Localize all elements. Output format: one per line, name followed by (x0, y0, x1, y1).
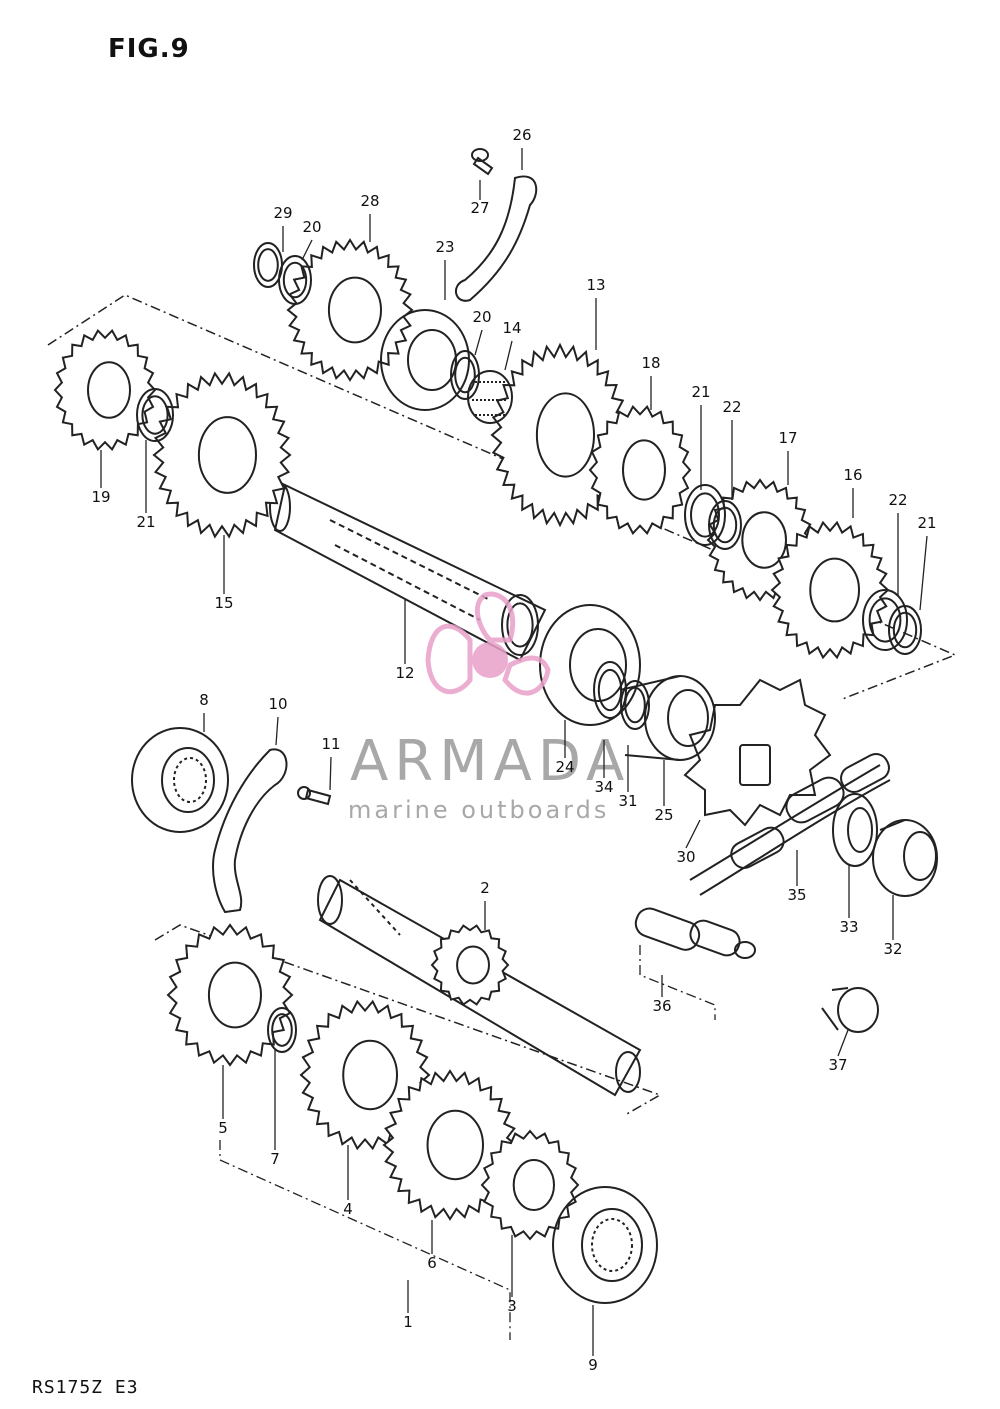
callout-30: 10 (268, 695, 287, 713)
callout-22: 34 (594, 778, 613, 796)
callout-3: 29 (273, 204, 292, 222)
callout-21: 24 (555, 758, 574, 776)
callout-36: 7 (270, 1150, 280, 1168)
callout-33: 36 (652, 997, 671, 1015)
model-code: RS175Z E3 (32, 1377, 139, 1398)
leader-line (504, 340, 513, 371)
callout-16: 21 (917, 514, 936, 532)
group-boundary-lower (154, 924, 662, 1116)
callout-27: 33 (839, 918, 858, 936)
circlip-21b (684, 484, 726, 546)
gear-15 (152, 371, 292, 539)
gear-6 (382, 1069, 518, 1221)
callout-6: 23 (435, 238, 454, 256)
callout-39: 3 (507, 1297, 517, 1315)
callout-2: 27 (470, 199, 489, 217)
bearing-left (131, 727, 229, 833)
callout-8: 14 (502, 319, 521, 337)
callout-14: 16 (843, 466, 862, 484)
callout-15: 22 (888, 491, 907, 509)
gear-19 (53, 328, 157, 452)
callout-37: 4 (343, 1200, 353, 1218)
watermark: ARMADA marine outboards (348, 591, 630, 824)
callout-40: 1 (403, 1313, 413, 1331)
gear-13 (490, 342, 630, 528)
leader-line (685, 819, 701, 849)
parts-layer (53, 238, 922, 1241)
group-bracket-36 (639, 945, 716, 1020)
washer-22b (862, 589, 908, 651)
gear-16 (770, 520, 890, 660)
circlip-31 (620, 680, 650, 730)
gear-28 (286, 238, 414, 382)
callout-20: 12 (395, 664, 414, 682)
shift-arm (212, 748, 288, 914)
gear-3 (480, 1129, 580, 1241)
lock-washer (832, 793, 878, 867)
callout-7: 20 (472, 308, 491, 326)
leader-line (837, 1029, 849, 1057)
figure-title: FIG.9 (108, 34, 190, 64)
leader-line (474, 329, 483, 356)
callout-4: 20 (302, 218, 321, 236)
callout-25: 30 (676, 848, 695, 866)
needle-bearing (467, 370, 513, 424)
callout-labels: 2627292028232014131821221716222119211512… (91, 126, 936, 1374)
callout-29: 8 (199, 691, 209, 709)
callout-5: 28 (360, 192, 379, 210)
drive-sprocket (683, 678, 832, 827)
callout-32: 2 (480, 879, 490, 897)
countershaft (269, 482, 547, 662)
washer-22a (708, 500, 742, 550)
screw (471, 148, 494, 176)
callout-26: 35 (787, 886, 806, 904)
callout-1: 26 (512, 126, 531, 144)
watermark-tagline: marine outboards (348, 796, 609, 824)
bearing-top (380, 309, 470, 411)
callout-18: 21 (136, 513, 155, 531)
bolt (297, 786, 332, 806)
gear-18 (588, 404, 692, 536)
gear-5 (166, 923, 294, 1067)
sprocket-nut (872, 819, 938, 897)
callout-35: 5 (218, 1119, 228, 1137)
callout-41: 9 (588, 1356, 598, 1374)
bearing-center (539, 604, 641, 726)
leader-line (329, 756, 332, 791)
leader-line (301, 239, 313, 261)
callout-12: 22 (722, 398, 741, 416)
callout-13: 17 (778, 429, 797, 447)
bearing-right (552, 1186, 658, 1304)
callout-34: 37 (828, 1056, 847, 1074)
circlip-21c (888, 605, 922, 655)
callout-38: 6 (427, 1254, 437, 1272)
circlip-21a (136, 388, 174, 442)
callout-24: 25 (654, 806, 673, 824)
callout-28: 32 (883, 940, 902, 958)
collar (821, 987, 879, 1033)
callout-10: 18 (641, 354, 660, 372)
callout-31: 11 (321, 735, 340, 753)
callout-23: 31 (618, 792, 637, 810)
spacer-collar (619, 675, 716, 761)
callout-17: 19 (91, 488, 110, 506)
chain-joint (634, 907, 756, 959)
callout-11: 21 (691, 383, 710, 401)
circlip-7 (267, 1007, 297, 1053)
retainer-plate (455, 175, 538, 302)
circlip-29 (253, 242, 283, 288)
washer-20a (278, 255, 312, 305)
needle-bearing-12 (501, 594, 539, 656)
leader-line (919, 535, 928, 611)
callout-9: 13 (586, 276, 605, 294)
gear-2 (430, 924, 510, 1006)
drive-chain (689, 753, 891, 896)
callout-19: 15 (214, 594, 233, 612)
leader-line (275, 716, 279, 746)
watermark-brand: ARMADA (350, 729, 630, 794)
driveshaft (317, 875, 642, 1097)
group-bracket-1 (219, 1140, 511, 1340)
